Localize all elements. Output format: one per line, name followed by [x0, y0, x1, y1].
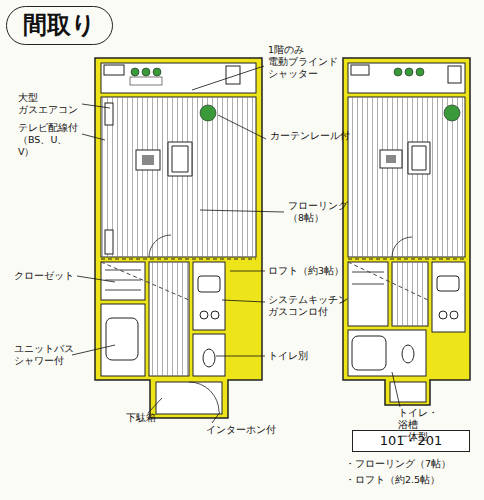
- plan-label: クローゼット: [14, 270, 74, 282]
- plan-label: トイレ別: [268, 350, 308, 362]
- plan-label: 大型 ガスエアコン: [18, 92, 78, 116]
- plan-left: [95, 58, 262, 418]
- plan-label: 1階のみ 電動ブラインド シャッター: [268, 44, 338, 80]
- leader-lines: [72, 66, 400, 423]
- plan-label: ・ロフト（約2.5帖）: [345, 474, 440, 486]
- plan-label: 下駄箱: [126, 412, 156, 424]
- plan-label: テレビ配線付 （BS、U、V）: [18, 122, 78, 158]
- plan-label: フローリング （8帖）: [288, 200, 348, 224]
- plan-label: ユニットバス シャワー付: [14, 343, 74, 367]
- plan-label: カーテンレール付: [270, 130, 350, 142]
- plan-label: ロフト（約3帖）: [268, 265, 344, 277]
- plan-label: システムキッチン ガスコンロ付: [268, 294, 348, 318]
- title-box: 間取り: [6, 6, 113, 45]
- plan-label: インターホン付: [206, 424, 276, 436]
- plan-right: [343, 58, 470, 405]
- plan-label: トイレ・浴槽 一体型: [398, 407, 438, 443]
- plan-label: ・フローリング（7帖）: [345, 458, 451, 470]
